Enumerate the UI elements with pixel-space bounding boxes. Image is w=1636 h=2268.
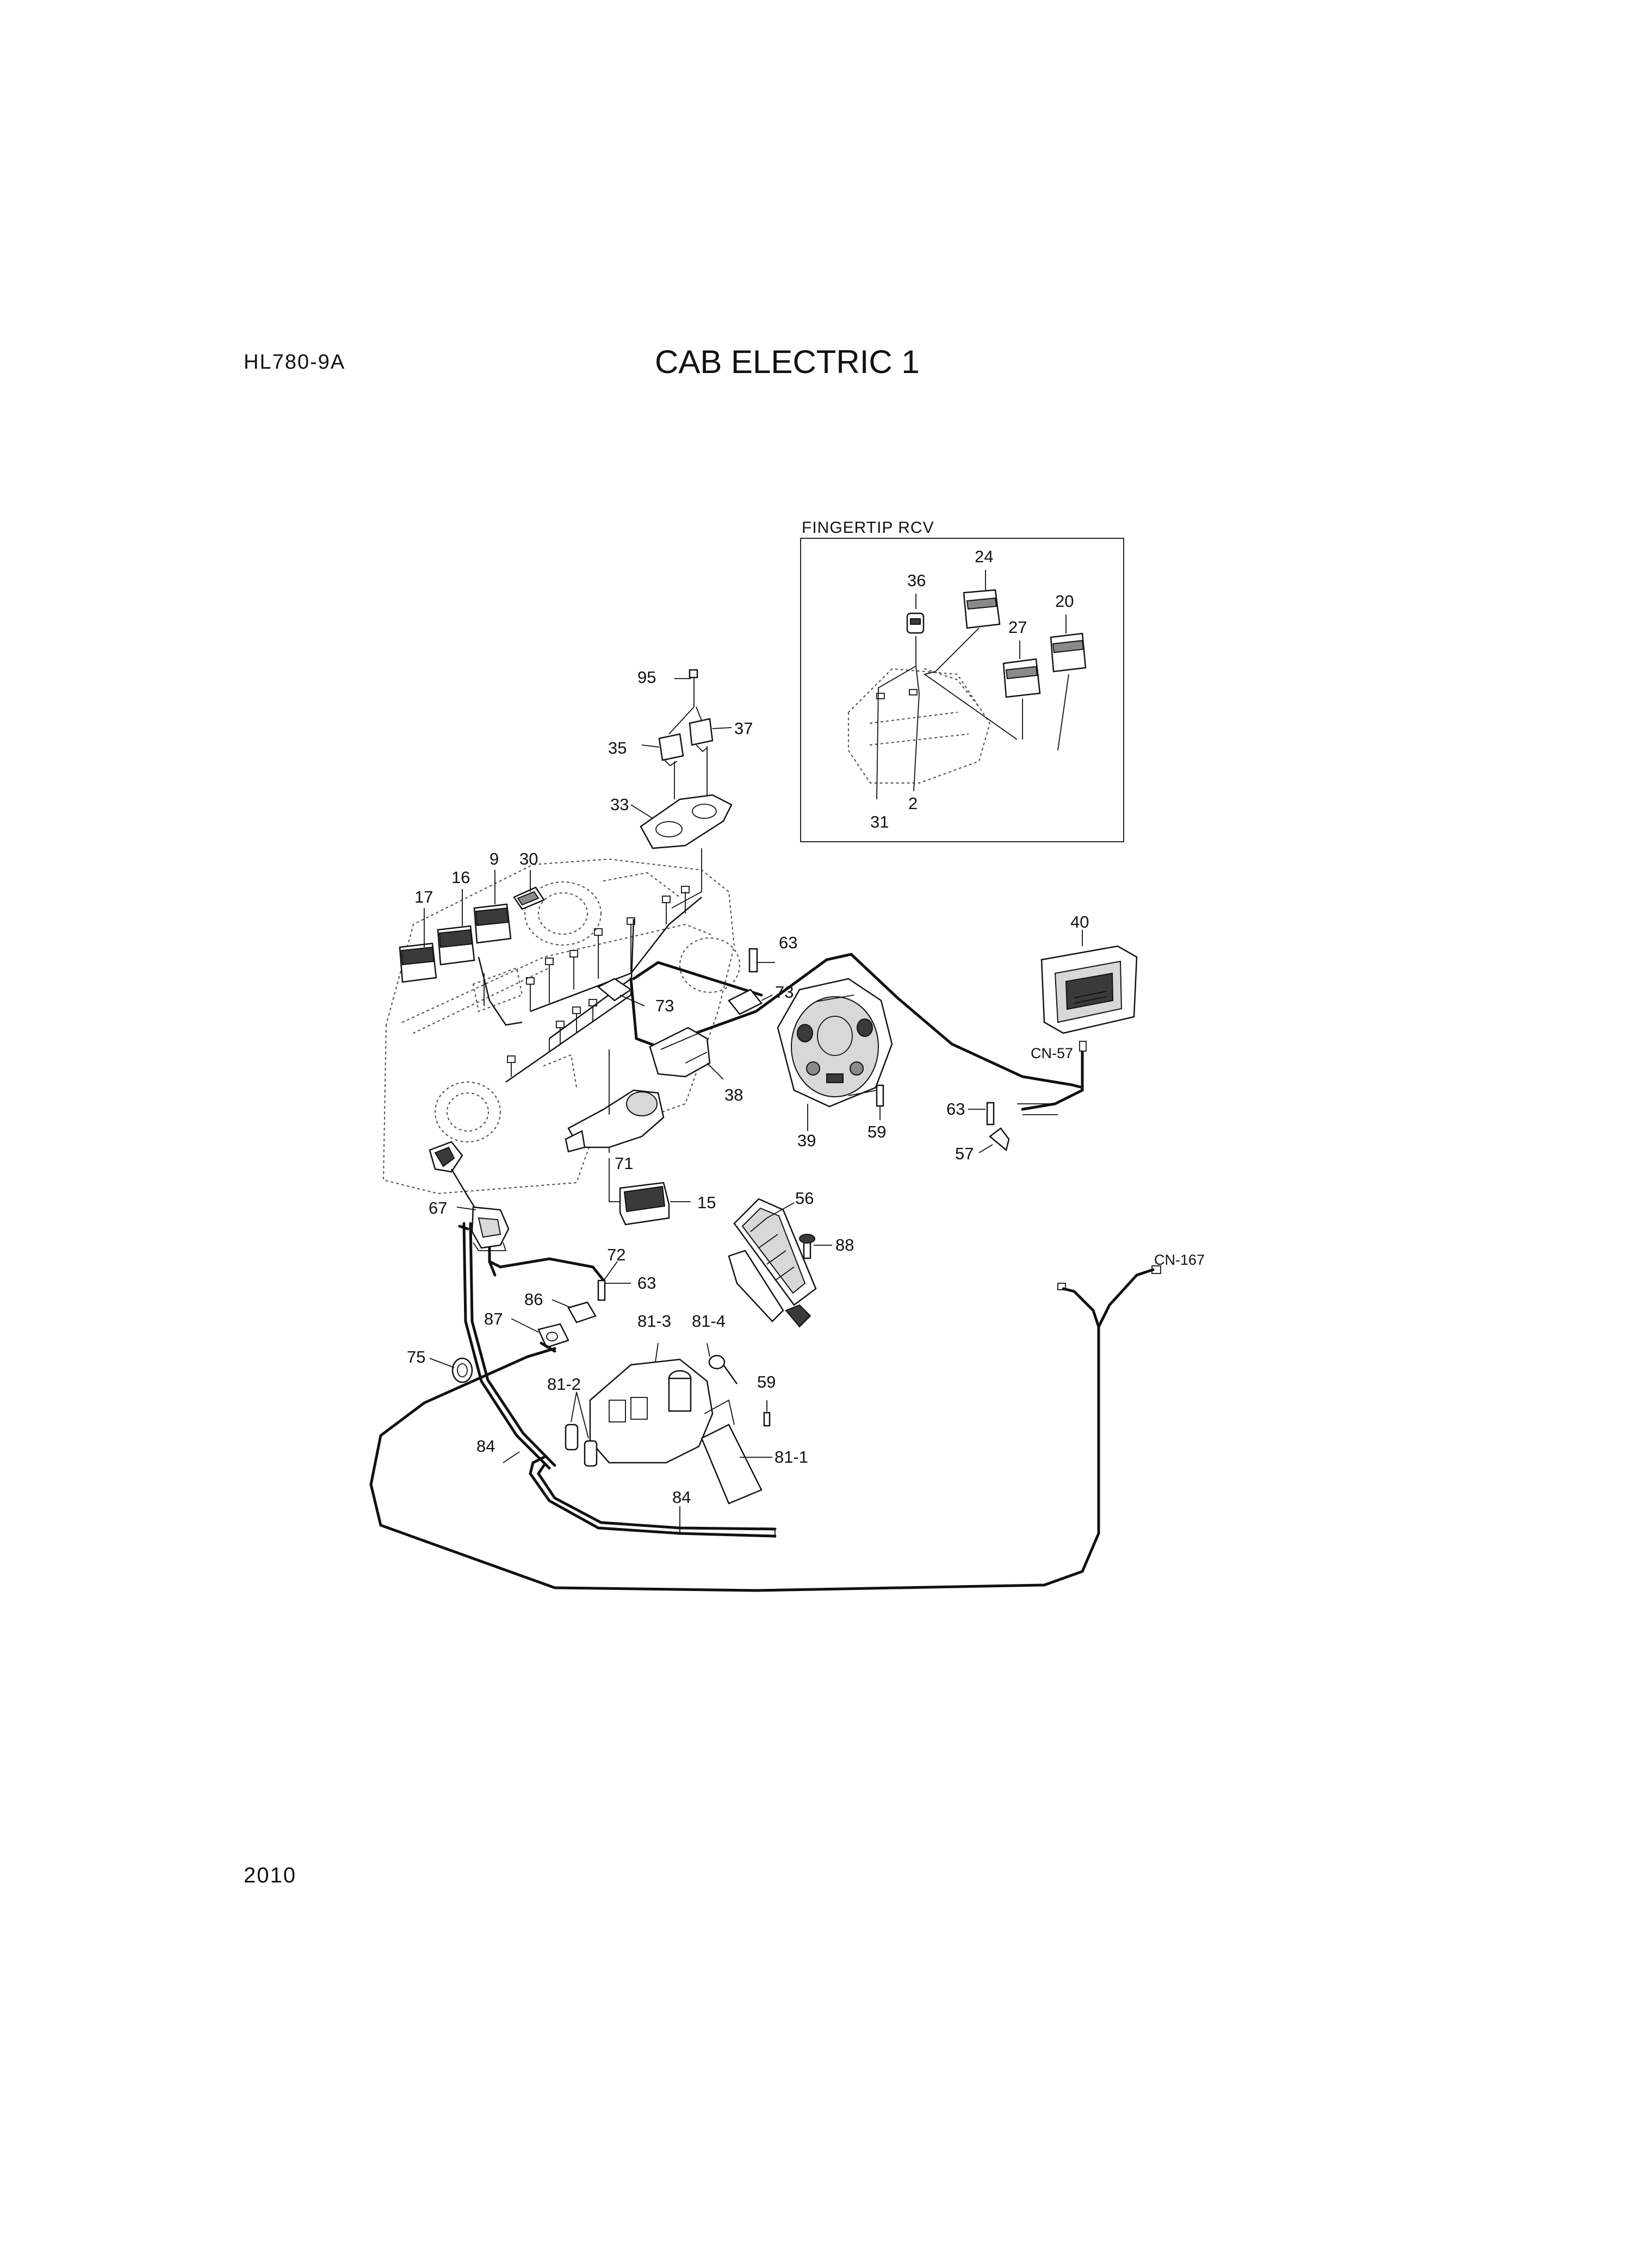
- detail-frame: [800, 538, 1124, 842]
- callout-81-4: 81-4: [692, 1312, 726, 1331]
- callout-84-left: 84: [476, 1437, 495, 1456]
- callout-38: 38: [724, 1085, 743, 1104]
- callout-88: 88: [835, 1235, 854, 1254]
- callout-59-lower: 59: [757, 1372, 776, 1391]
- cover-30: [513, 886, 545, 910]
- bracket-81-1: [701, 1424, 763, 1505]
- switch-17: [399, 942, 437, 983]
- switch-37: [689, 718, 714, 746]
- main-cable-run: 63 73 73: [597, 933, 1084, 1089]
- clamp-86: [567, 1301, 597, 1323]
- callout-24: 24: [975, 547, 993, 566]
- callout-73-left: 73: [655, 996, 674, 1015]
- callout-31: 31: [870, 812, 889, 831]
- cable-to-cn57: [1021, 1051, 1084, 1111]
- callout-81-3: 81-3: [637, 1312, 671, 1331]
- clamp-87: [537, 1323, 569, 1349]
- callout-67: 67: [429, 1198, 447, 1217]
- callout-27: 27: [1008, 618, 1027, 637]
- callout-63-top: 63: [779, 933, 797, 952]
- callout-2: 2: [908, 794, 918, 813]
- callout-72: 72: [607, 1245, 625, 1264]
- callout-33: 33: [610, 795, 629, 814]
- plug-81-4: [708, 1354, 726, 1370]
- callout-30: 30: [519, 849, 538, 868]
- detail-title: FINGERTIP RCV: [802, 519, 934, 537]
- callout-59-cluster: 59: [867, 1122, 886, 1141]
- callout-63-lower: 63: [637, 1273, 656, 1293]
- rocker-switch-20: [1050, 632, 1087, 673]
- accelerator-pedal-56: 56 88: [728, 1189, 854, 1328]
- callout-36: 36: [907, 571, 926, 590]
- callout-84-bottom: 84: [672, 1488, 691, 1507]
- cover-38: [649, 1027, 711, 1078]
- upper-switch-group: 95 35 37 33: [608, 668, 753, 909]
- connector-81-2: [565, 1424, 579, 1451]
- steering-column-cover: 38 71: [565, 1027, 743, 1202]
- cable-cn-167: CN-167: [369, 1252, 1205, 1592]
- diagram-title: CAB ELECTRIC 1: [655, 344, 920, 380]
- harness-84: 84 84: [462, 1222, 777, 1538]
- callout-87: 87: [484, 1309, 503, 1328]
- screw-95: [689, 669, 698, 679]
- screw-59-lower: [763, 1412, 771, 1427]
- screw-59: [876, 1084, 884, 1107]
- callout-73-right: 73: [775, 983, 794, 1002]
- callout-40: 40: [1070, 912, 1089, 931]
- connector-cn-57: CN-57: [1031, 1045, 1073, 1061]
- callout-16: 16: [451, 868, 470, 887]
- callout-81-1: 81-1: [774, 1447, 808, 1467]
- fingertip-rcv-detail: FINGERTIP RCV 36: [800, 519, 1124, 842]
- switch-9: [473, 903, 512, 944]
- rocker-switch-bank: 17 16 9 30: [399, 849, 545, 983]
- callout-71: 71: [615, 1154, 633, 1173]
- clamp-73-right: [728, 989, 763, 1015]
- callout-39: 39: [797, 1131, 816, 1150]
- junction-box-81: 81-3 81-4 81-2 81-1 59: [547, 1312, 808, 1505]
- callout-9: 9: [489, 849, 499, 868]
- callout-75: 75: [407, 1347, 425, 1366]
- joystick-67: 67: [429, 1141, 510, 1251]
- grommet-75: 75: [407, 1347, 473, 1383]
- callout-20: 20: [1055, 592, 1074, 611]
- callout-86: 86: [524, 1290, 543, 1309]
- connector-pair-57: 63 57: [946, 1099, 1058, 1163]
- switch-35: [658, 733, 684, 761]
- instrument-cluster-39: 39 59: [777, 978, 893, 1150]
- callout-56: 56: [795, 1189, 814, 1208]
- joystick-cable: [488, 1246, 605, 1282]
- rocker-switch-24: [963, 589, 1001, 629]
- clamp-73-left: [597, 978, 633, 1002]
- screw-63-lower: [597, 1279, 606, 1301]
- callout-37: 37: [734, 719, 753, 738]
- switch-plate-33: [640, 794, 733, 849]
- clamp-group: 72 63 86 87: [484, 1245, 656, 1353]
- callout-57: 57: [955, 1144, 974, 1163]
- page-number: 2010: [244, 1863, 296, 1887]
- model-code: HL780-9A: [244, 351, 345, 374]
- rocker-switch-27: [1002, 658, 1041, 698]
- callout-17: 17: [414, 887, 433, 906]
- callout-81-2: 81-2: [547, 1375, 581, 1394]
- screw-63-top: [748, 948, 758, 973]
- switch-knob-36: [906, 612, 925, 634]
- callout-95: 95: [637, 668, 656, 687]
- box-81-3: [589, 1358, 714, 1464]
- monitor-40: 40 CN-57: [1031, 912, 1138, 1061]
- switch-15: 15: [619, 1182, 716, 1226]
- callout-35: 35: [608, 738, 627, 757]
- callout-15: 15: [697, 1193, 716, 1212]
- switch-16: [437, 925, 475, 966]
- callout-63-right: 63: [946, 1099, 965, 1119]
- connector-cn-167: CN-167: [1154, 1252, 1205, 1268]
